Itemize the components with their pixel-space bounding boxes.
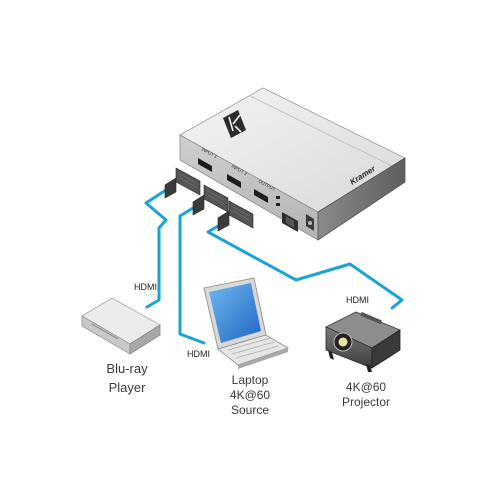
hdmi-label-projector: HDMI	[346, 295, 369, 305]
projector-caption: 4K@60 Projector	[326, 380, 406, 410]
led-1	[276, 196, 280, 199]
hdmi-label-laptop: HDMI	[187, 349, 210, 359]
projector-vent	[360, 311, 382, 325]
hdmi-port-input-2[interactable]	[227, 174, 241, 188]
cable-projector	[206, 224, 404, 310]
cables	[144, 188, 404, 345]
bluray-caption-line1: Blu-ray	[106, 361, 148, 376]
laptop	[203, 277, 289, 369]
laptop-screen-icon	[209, 283, 261, 343]
laptop-caption-line1: Laptop	[231, 373, 269, 387]
cable-laptop	[178, 206, 206, 345]
hdmi-label-bluray: HDMI	[134, 282, 157, 292]
kramer-logo-icon	[223, 110, 246, 138]
hdmi-switcher-device: Kramer INPUT 1 INPUT 2 OUTPUT	[179, 87, 406, 241]
cable-bluray	[144, 188, 168, 309]
bluray-caption: Blu-ray Player	[92, 361, 162, 395]
projector-caption-line2: Projector	[341, 395, 391, 409]
led-2	[276, 203, 280, 206]
laptop-caption-line3: Source	[230, 403, 270, 417]
hdmi-connector-1	[164, 167, 201, 199]
projector	[325, 311, 401, 372]
projector-caption-line1: 4K@60	[345, 380, 387, 394]
bluray-caption-line2: Player	[108, 380, 146, 395]
hdmi-port-output[interactable]	[254, 189, 268, 203]
power-socket-icon[interactable]	[306, 214, 314, 231]
bluray-player	[81, 297, 161, 355]
laptop-caption: Laptop 4K@60 Source	[214, 373, 286, 418]
hdmi-port-input-1[interactable]	[198, 158, 212, 172]
hdmi-connector-3	[217, 200, 254, 232]
laptop-caption-line2: 4K@60	[229, 388, 271, 402]
select-button[interactable]	[282, 212, 298, 232]
